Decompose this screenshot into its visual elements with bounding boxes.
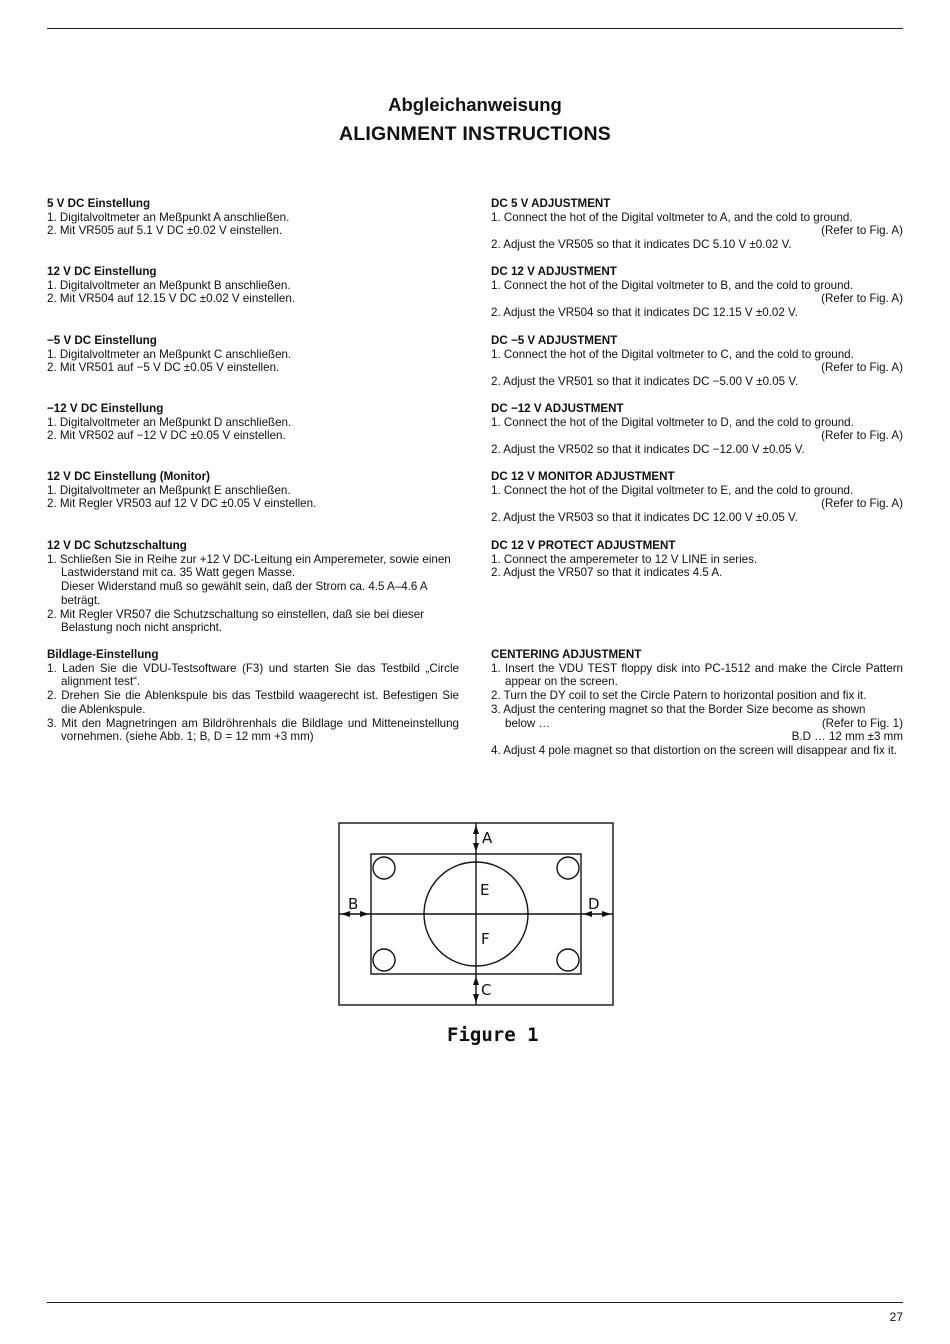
section-minus12v-de: −12 V DC Einstellung 1. Digitalvoltmeter… xyxy=(47,402,459,443)
top-rule xyxy=(47,28,903,29)
section-heading: 5 V DC Einstellung xyxy=(47,197,151,210)
step-1: 1. Connect the amperemeter to 12 V LINE … xyxy=(491,552,758,566)
step-2: 2. Mit VR505 auf 5.1 V DC ±0.02 V einste… xyxy=(47,224,283,238)
page-title-english: ALIGNMENT INSTRUCTIONS xyxy=(339,123,611,145)
step-3: 3. Adjust the centering magnet so that t… xyxy=(491,702,866,716)
refer-fig-a: (Refer to Fig. A) xyxy=(821,361,903,375)
step-1: 1. Connect the hot of the Digital voltme… xyxy=(491,483,854,497)
figure-caption: Figure 1 xyxy=(447,1024,539,1046)
arrow-b-right xyxy=(360,911,369,917)
section-heading: Bildlage-Einstellung xyxy=(47,648,159,661)
step-1: 1. Connect the hot of the Digital voltme… xyxy=(491,415,854,429)
step-1: 1. Digitalvoltmeter an Meßpunkt D anschl… xyxy=(47,415,292,429)
step-2: 2. Mit VR502 auf −12 V DC ±0.05 V einste… xyxy=(47,429,286,443)
arrow-c-top xyxy=(473,976,479,985)
section-heading: 12 V DC Einstellung (Monitor) xyxy=(47,470,210,483)
step-2: 2. Adjust the VR502 so that it indicates… xyxy=(491,443,805,457)
step-2: 2. Adjust the VR504 so that it indicates… xyxy=(491,306,798,320)
section-heading: DC 12 V ADJUSTMENT xyxy=(491,265,617,278)
section-minus5v-de: −5 V DC Einstellung 1. Digitalvoltmeter … xyxy=(47,334,459,375)
label-e: E xyxy=(480,881,489,899)
step-1: 1. Connect the hot of the Digital voltme… xyxy=(491,210,853,224)
step-4: 4. Adjust 4 pole magnet so that distorti… xyxy=(491,743,898,757)
label-f: F xyxy=(481,930,490,948)
step-3-below: below … xyxy=(505,716,551,730)
step-2: 2. Drehen Sie die Ablenkspule bis das Te… xyxy=(47,689,459,716)
bottom-rule xyxy=(47,1302,903,1303)
step-2: 2. Adjust the VR507 so that it indicates… xyxy=(491,566,723,580)
section-12v-protect-de: 12 V DC Schutzschaltung 1. Schließen Sie… xyxy=(47,539,459,635)
step-1: 1. Connect the hot of the Digital voltme… xyxy=(491,347,854,361)
step-1: 1. Digitalvoltmeter an Meßpunkt E anschl… xyxy=(47,483,291,497)
label-c: C xyxy=(481,981,491,999)
arrow-a-bottom xyxy=(473,843,479,852)
section-heading: DC 12 V MONITOR ADJUSTMENT xyxy=(491,470,675,483)
step-2: 2. Adjust the VR503 so that it indicates… xyxy=(491,511,798,525)
section-12v-de: 12 V DC Einstellung 1. Digitalvoltmeter … xyxy=(47,265,459,306)
corner-circle-tr xyxy=(556,856,580,880)
step-1: 1. Digitalvoltmeter an Meßpunkt B anschl… xyxy=(47,278,291,292)
corner-circle-tl xyxy=(372,856,396,880)
arrow-d-left xyxy=(583,911,592,917)
arrow-d-right xyxy=(602,911,611,917)
corner-circle-bl xyxy=(372,948,396,972)
refer-fig-a: (Refer to Fig. A) xyxy=(821,497,903,511)
section-heading: DC 5 V ADJUSTMENT xyxy=(491,197,611,210)
step-2: 2. Adjust the VR505 so that it indicates… xyxy=(491,238,792,252)
section-dc12v-monitor-en: DC 12 V MONITOR ADJUSTMENT 1. Connect th… xyxy=(491,470,903,525)
section-heading: 12 V DC Schutzschaltung xyxy=(47,539,187,552)
step-1: 1. Digitalvoltmeter an Meßpunkt A anschl… xyxy=(47,210,290,224)
section-dc5v-en: DC 5 V ADJUSTMENT 1. Connect the hot of … xyxy=(491,197,903,252)
step-2: 2. Mit VR501 auf −5 V DC ±0.05 V einstel… xyxy=(47,361,280,375)
section-heading: −5 V DC Einstellung xyxy=(47,334,157,347)
label-a: A xyxy=(482,829,493,847)
refer-fig-a: (Refer to Fig. A) xyxy=(821,224,903,238)
step-2: 2. Turn the DY coil to set the Circle Pa… xyxy=(491,689,867,703)
section-picture-position-de: Bildlage-Einstellung 1. Laden Sie die VD… xyxy=(47,648,459,744)
corner-circle-br xyxy=(556,948,580,972)
section-heading: −12 V DC Einstellung xyxy=(47,402,164,415)
step-1: 1. Digitalvoltmeter an Meßpunkt C anschl… xyxy=(47,347,292,361)
section-dc-minus12v-en: DC −12 V ADJUSTMENT 1. Connect the hot o… xyxy=(491,402,903,457)
step-2: 2. Adjust the VR501 so that it indicates… xyxy=(491,375,799,389)
border-size-spec: B.D … 12 mm ±3 mm xyxy=(791,730,903,744)
step-1-continued: Dieser Widerstand muß so gewählt sein, d… xyxy=(61,580,428,607)
section-heading: DC −12 V ADJUSTMENT xyxy=(491,402,624,415)
step-1: 1. Connect the hot of the Digital voltme… xyxy=(491,278,854,292)
arrow-c-bottom xyxy=(473,994,479,1003)
step-1: 1. Insert the VDU TEST floppy disk into … xyxy=(491,661,903,689)
step-1: 1. Laden Sie die VDU-Testsoftware (F3) u… xyxy=(47,661,459,689)
figure-1-diagram: A B C D E F xyxy=(338,822,614,1006)
arrow-b-left xyxy=(341,911,350,917)
refer-fig-a: (Refer to Fig. A) xyxy=(821,429,903,443)
label-d: D xyxy=(588,895,600,913)
refer-fig-a: (Refer to Fig. A) xyxy=(821,292,903,306)
step-2: 2. Mit Regler VR503 auf 12 V DC ±0.05 V … xyxy=(47,497,317,511)
section-dc-minus5v-en: DC −5 V ADJUSTMENT 1. Connect the hot of… xyxy=(491,334,903,389)
step-1: 1. Schließen Sie in Reihe zur +12 V DC-L… xyxy=(47,552,451,580)
step-3-row: below … (Refer to Fig. 1) xyxy=(491,717,903,731)
page-number: 27 xyxy=(889,1310,903,1324)
page-title-german: Abgleichanweisung xyxy=(388,94,562,115)
section-dc12v-en: DC 12 V ADJUSTMENT 1. Connect the hot of… xyxy=(491,265,903,320)
section-heading: CENTERING ADJUSTMENT xyxy=(491,648,642,661)
section-12v-monitor-de: 12 V DC Einstellung (Monitor) 1. Digital… xyxy=(47,470,459,511)
section-heading: 12 V DC Einstellung xyxy=(47,265,157,278)
section-heading: DC −5 V ADJUSTMENT xyxy=(491,334,618,347)
step-2: 2. Mit VR504 auf 12.15 V DC ±0.02 V eins… xyxy=(47,292,296,306)
step-2: 2. Mit Regler VR507 die Schutzschaltung … xyxy=(47,607,425,635)
arrow-a-top xyxy=(473,825,479,834)
refer-fig-1: (Refer to Fig. 1) xyxy=(821,716,903,730)
section-centering-en: CENTERING ADJUSTMENT 1. Insert the VDU T… xyxy=(491,648,903,758)
label-b: B xyxy=(348,895,358,913)
section-dc12v-protect-en: DC 12 V PROTECT ADJUSTMENT 1. Connect th… xyxy=(491,539,903,580)
section-heading: DC 12 V PROTECT ADJUSTMENT xyxy=(491,539,676,552)
section-5v-de: 5 V DC Einstellung 1. Digitalvoltmeter a… xyxy=(47,197,459,238)
step-3: 3. Mit den Magnetringen am Bildröhrenhal… xyxy=(47,716,459,744)
